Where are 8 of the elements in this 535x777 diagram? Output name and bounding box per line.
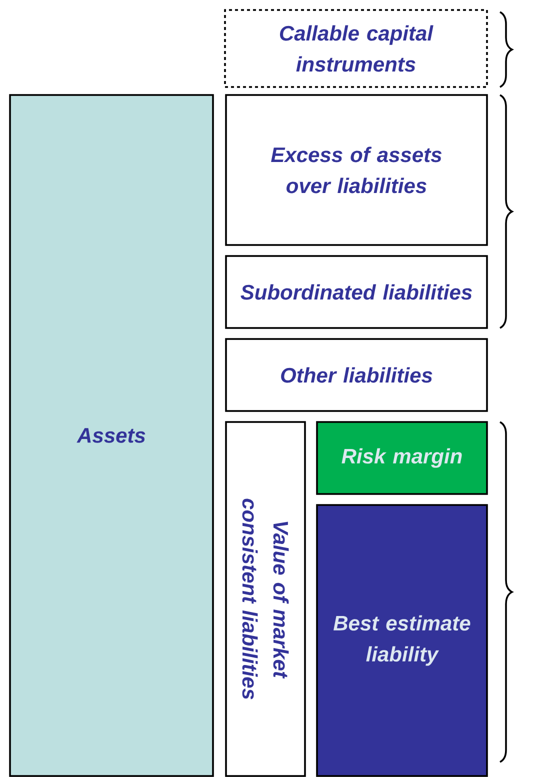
stacked-box: Excess of assets over liabilities <box>225 94 488 246</box>
stacked-box: Risk margin <box>316 421 488 495</box>
column-box: Assets <box>9 94 214 777</box>
vertical-box: Value of market consistent liabilities <box>225 421 306 777</box>
stacked-box: Subordinated liabilities <box>225 255 488 329</box>
stacked-box: Other liabilities <box>225 338 488 412</box>
dashed-box: Callable capital instruments <box>224 9 488 88</box>
stacked-box: Best estimate liability <box>316 504 488 777</box>
